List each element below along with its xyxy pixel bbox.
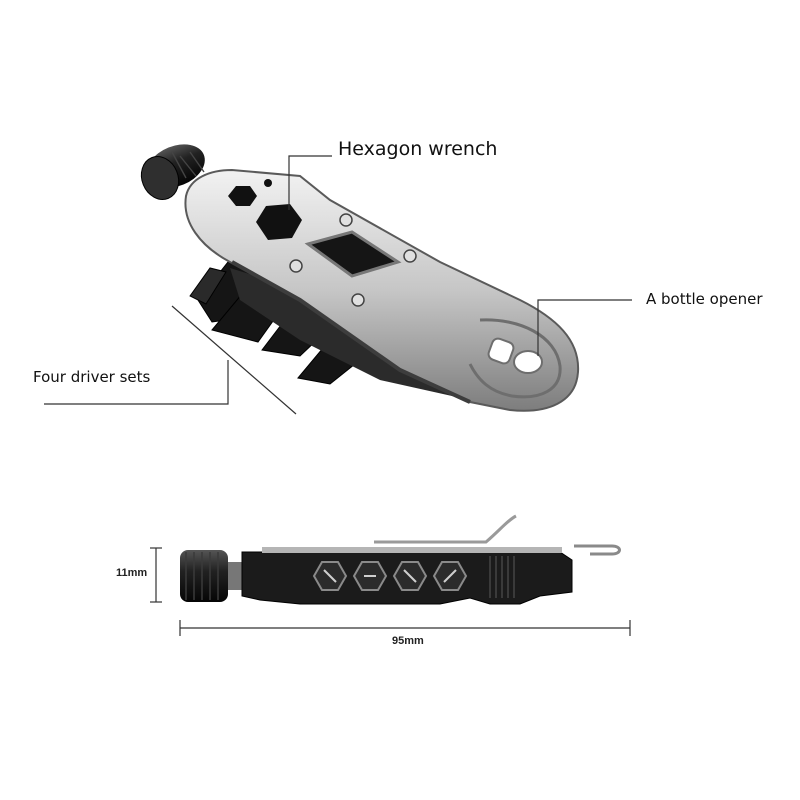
driver-bit-tip — [189, 267, 227, 305]
hex-hole-large — [256, 204, 302, 240]
hexagon-wrench-label: Hexagon wrench — [338, 138, 498, 160]
hexagon-wrench-leader — [288, 155, 332, 210]
bit-tips — [323, 569, 457, 583]
bottle-opener-slot — [513, 350, 543, 374]
multitool-side-view — [180, 514, 621, 605]
screws — [289, 213, 417, 307]
bottle-opener-label: A bottle opener — [646, 290, 763, 308]
bottle-opener-leader — [537, 299, 632, 356]
driver-sets-bracket — [171, 305, 297, 415]
height-dimension-label: 11mm — [116, 567, 148, 579]
driver-sets-leader — [44, 360, 229, 405]
plate-edge — [231, 260, 471, 404]
multitool-perspective-view — [140, 144, 580, 412]
screw — [339, 213, 353, 227]
knurled-knob — [140, 144, 205, 200]
bottle-opener-ring — [468, 318, 562, 399]
side-knob — [180, 550, 228, 602]
opener-hook — [574, 544, 621, 556]
dimension-lines — [150, 547, 631, 636]
pin-hole — [264, 179, 272, 187]
grip-ribs — [489, 556, 515, 598]
screw — [351, 293, 365, 307]
driver-sets-label: Four driver sets — [33, 368, 151, 386]
screw — [403, 249, 417, 263]
opener-teeth — [487, 337, 515, 365]
callout-lines — [44, 155, 632, 415]
hex-hole-small — [228, 186, 257, 206]
screw — [289, 259, 303, 273]
belt-clip — [374, 514, 517, 544]
side-steel-strip — [262, 547, 562, 553]
length-dimension-label: 95mm — [392, 635, 424, 647]
rectangular-window — [304, 230, 402, 278]
